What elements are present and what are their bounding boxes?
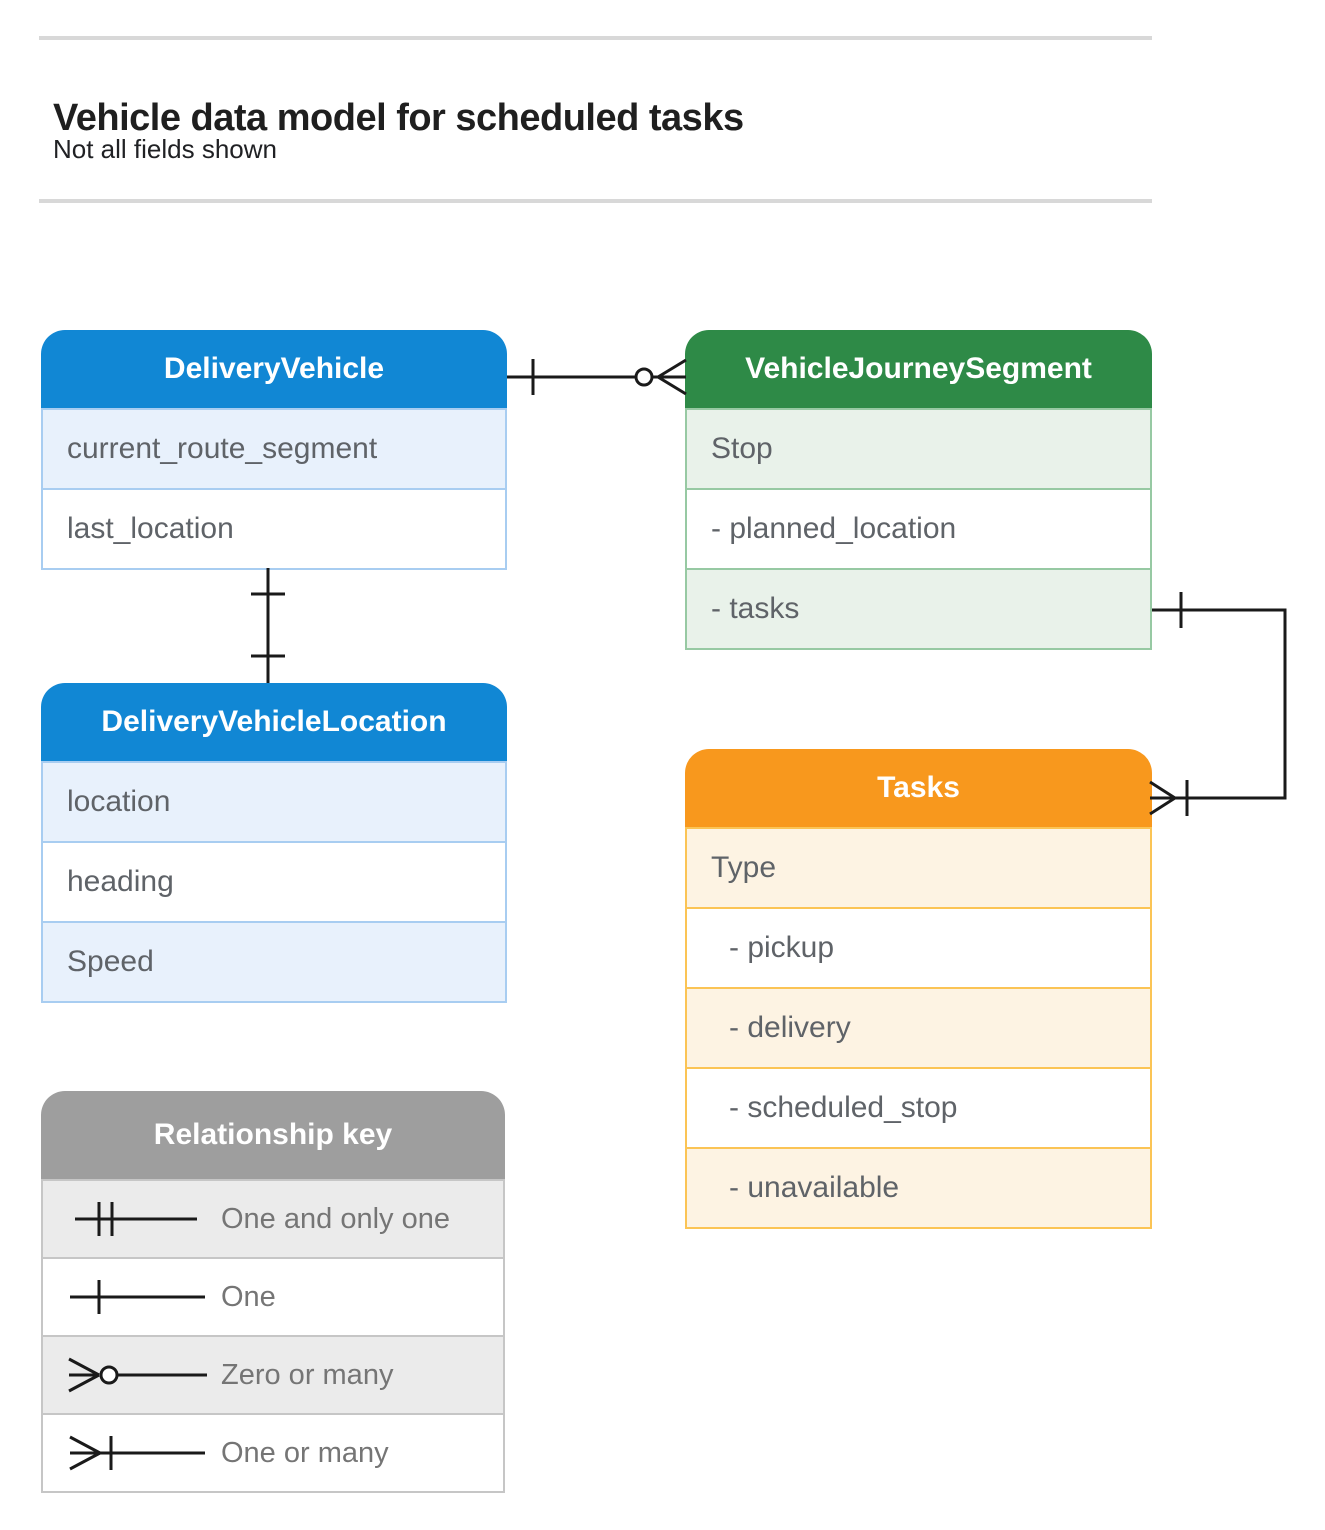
connector-deliveryvehicle-vehiclejourneysegment xyxy=(507,358,687,396)
entity-vehicle-journey-segment: VehicleJourneySegment Stop - planned_loc… xyxy=(685,330,1152,650)
entity-field-list: Stop - planned_location - tasks xyxy=(685,408,1152,650)
key-item-label: One or many xyxy=(221,1436,389,1469)
relationship-key-title: Relationship key xyxy=(41,1091,505,1179)
entity-field: location xyxy=(43,761,505,841)
page-title: Vehicle data model for scheduled tasks xyxy=(53,97,744,140)
connector-deliveryvehicle-deliveryvehiclelocation xyxy=(251,568,285,683)
entity-field: Stop xyxy=(687,408,1150,488)
entity-title: VehicleJourneySegment xyxy=(685,330,1152,408)
entity-tasks: Tasks Type - pickup - delivery - schedul… xyxy=(685,749,1152,1229)
entity-delivery-vehicle: DeliveryVehicle current_route_segment la… xyxy=(41,330,507,570)
key-item-one: One xyxy=(43,1257,503,1335)
key-item-label: Zero or many xyxy=(221,1358,394,1391)
bottom-divider xyxy=(39,199,1152,203)
entity-title: Tasks xyxy=(685,749,1152,827)
key-item-one-and-only-one: One and only one xyxy=(43,1179,503,1257)
entity-delivery-vehicle-location: DeliveryVehicleLocation location heading… xyxy=(41,683,507,1003)
top-divider xyxy=(39,36,1152,40)
zero-or-many-icon xyxy=(68,1357,207,1393)
relationship-key: Relationship key One and only one One Ze… xyxy=(41,1091,505,1493)
page-subtitle: Not all fields shown xyxy=(53,134,277,164)
entity-field: - scheduled_stop xyxy=(687,1067,1150,1147)
entity-field: Type xyxy=(687,827,1150,907)
entity-title: DeliveryVehicleLocation xyxy=(41,683,507,761)
relationship-key-list: One and only one One Zero or many One or… xyxy=(41,1179,505,1493)
key-item-label: One and only one xyxy=(221,1202,450,1235)
entity-field: - tasks xyxy=(687,568,1150,648)
entity-field: - delivery xyxy=(687,987,1150,1067)
entity-field: - pickup xyxy=(687,907,1150,987)
connector-vehiclejourneysegment-tasks xyxy=(1149,592,1287,816)
entity-field: last_location xyxy=(43,488,505,568)
entity-field: heading xyxy=(43,841,505,921)
entity-title: DeliveryVehicle xyxy=(41,330,507,408)
one-and-only-one-icon xyxy=(75,1202,197,1236)
entity-field: - unavailable xyxy=(687,1147,1150,1227)
entity-field: Speed xyxy=(43,921,505,1001)
entity-field-list: current_route_segment last_location xyxy=(41,408,507,570)
key-item-label: One xyxy=(221,1280,276,1313)
key-item-one-or-many: One or many xyxy=(43,1413,503,1491)
entity-field: - planned_location xyxy=(687,488,1150,568)
entity-field: current_route_segment xyxy=(43,408,505,488)
one-or-many-icon xyxy=(69,1435,205,1471)
entity-field-list: Type - pickup - delivery - scheduled_sto… xyxy=(685,827,1152,1229)
key-item-zero-or-many: Zero or many xyxy=(43,1335,503,1413)
one-icon xyxy=(70,1280,205,1314)
entity-field-list: location heading Speed xyxy=(41,761,507,1003)
